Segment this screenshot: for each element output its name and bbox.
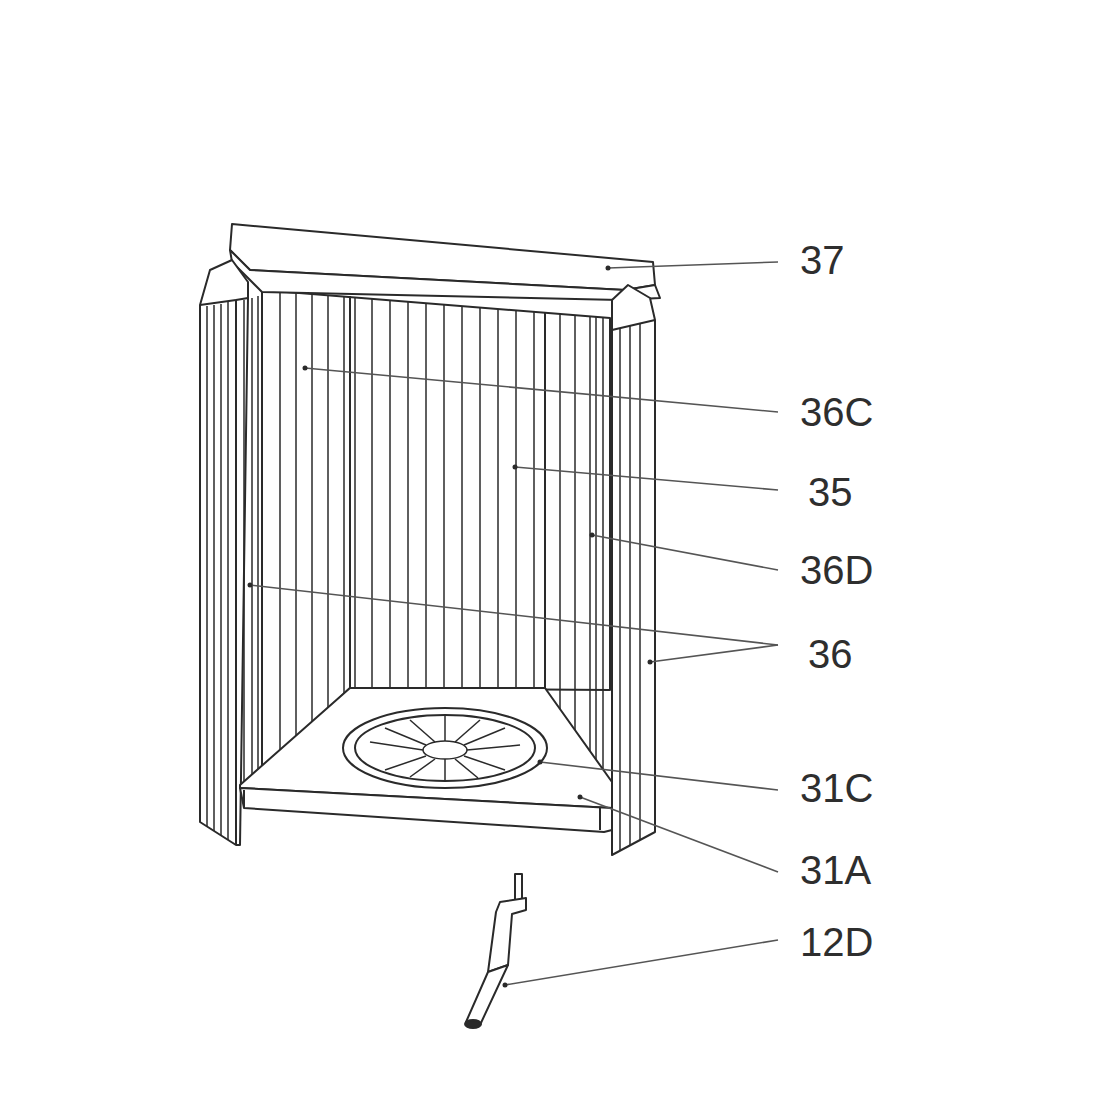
- callout-number: 37: [800, 240, 845, 280]
- callout-number: 36C: [800, 392, 873, 432]
- callout-number: 12D: [800, 922, 873, 962]
- callout-number: 35: [808, 472, 853, 512]
- callout-number: 36: [808, 634, 853, 674]
- callout-number: 36D: [800, 550, 873, 590]
- callout-number: 31A: [800, 850, 871, 890]
- callout-number: 31C: [800, 768, 873, 808]
